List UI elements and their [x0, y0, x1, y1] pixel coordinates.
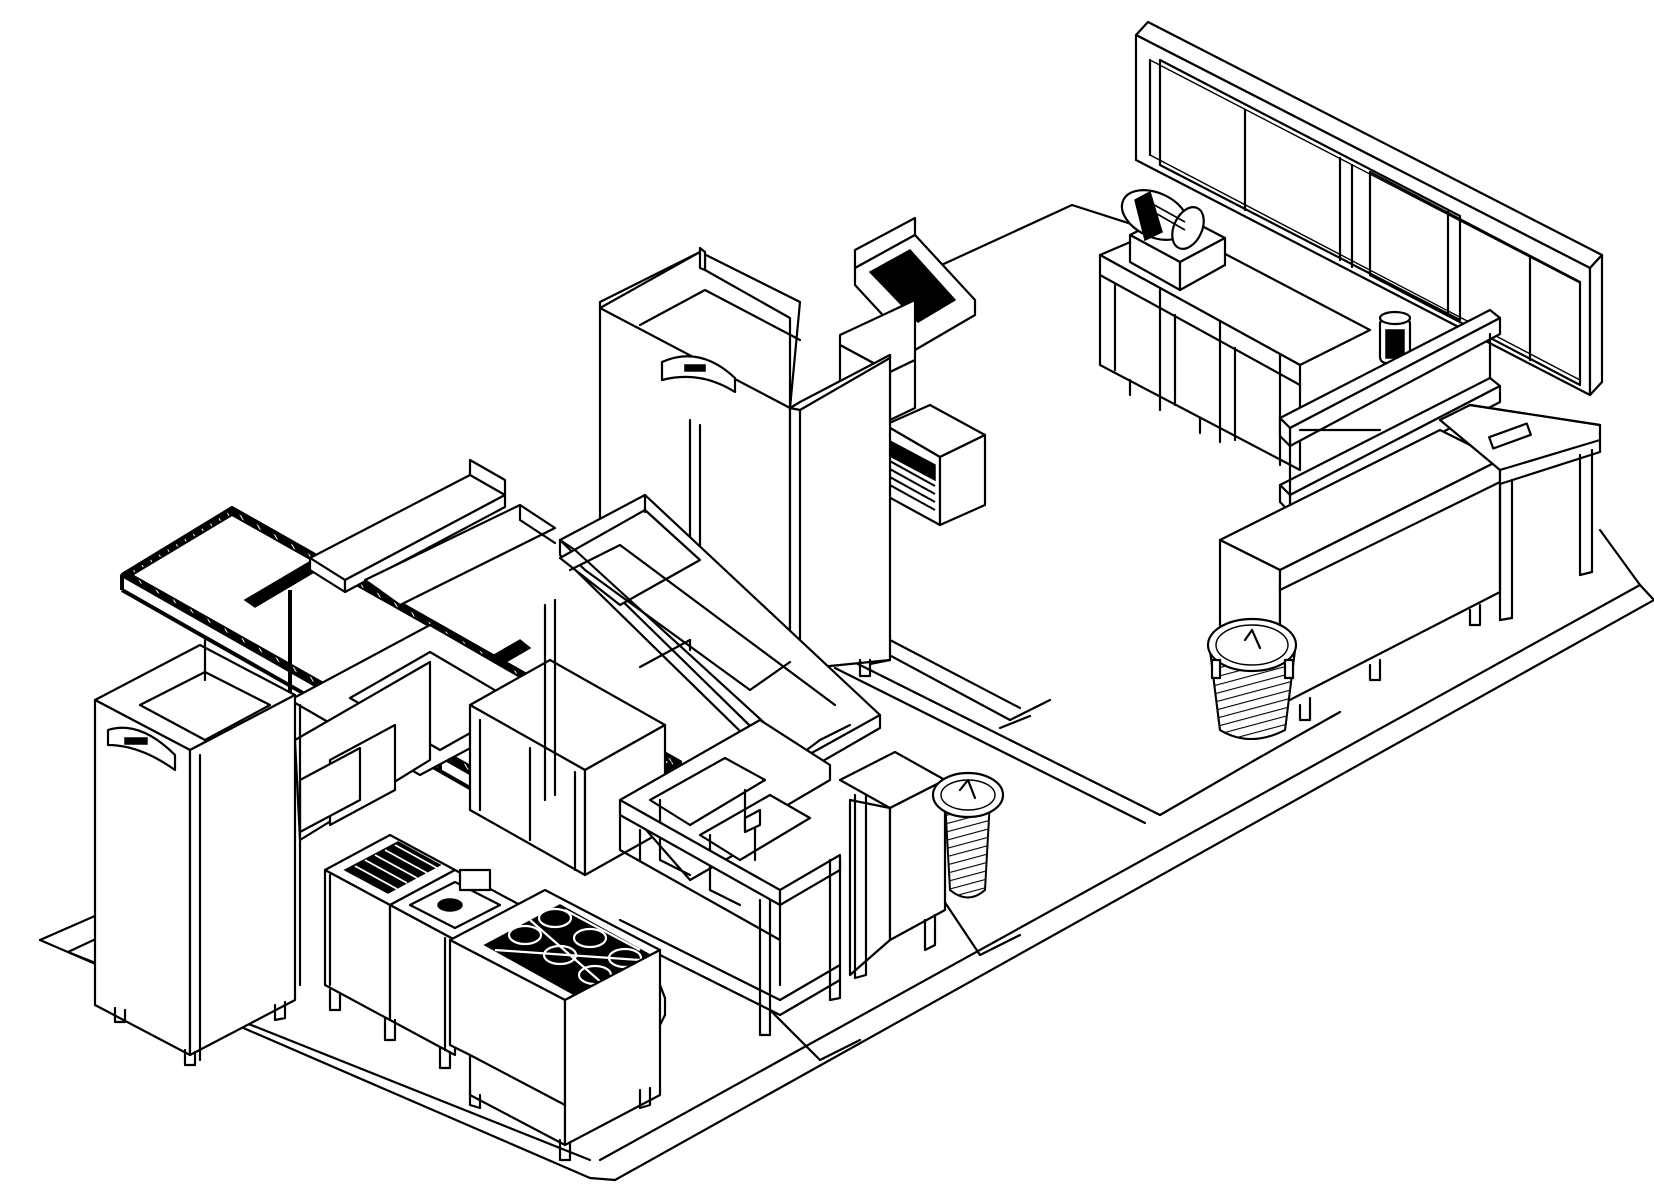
- wall-shelf-left: [308, 458, 557, 607]
- wall-cabinets-right: [1134, 20, 1604, 397]
- upright-refrigerator-left: [93, 638, 297, 1067]
- dishwasher-hood: [883, 403, 987, 527]
- trash-bin-right: [1206, 617, 1298, 740]
- prep-table-with-sneeze-guard: [543, 493, 882, 802]
- prep-base-cabinet: [838, 750, 947, 980]
- floor-outline: [38, 203, 1654, 1182]
- grill-station: [323, 833, 457, 1022]
- coffee-grinder: [1120, 189, 1227, 292]
- small-appliance-right: [1378, 310, 1412, 365]
- mid-cabinet-unit: [468, 658, 667, 877]
- six-burner-range: [448, 888, 667, 1162]
- trash-bin-center: [931, 771, 1005, 899]
- double-sink-unit: [618, 718, 842, 1037]
- corner-work-table: [1438, 403, 1602, 622]
